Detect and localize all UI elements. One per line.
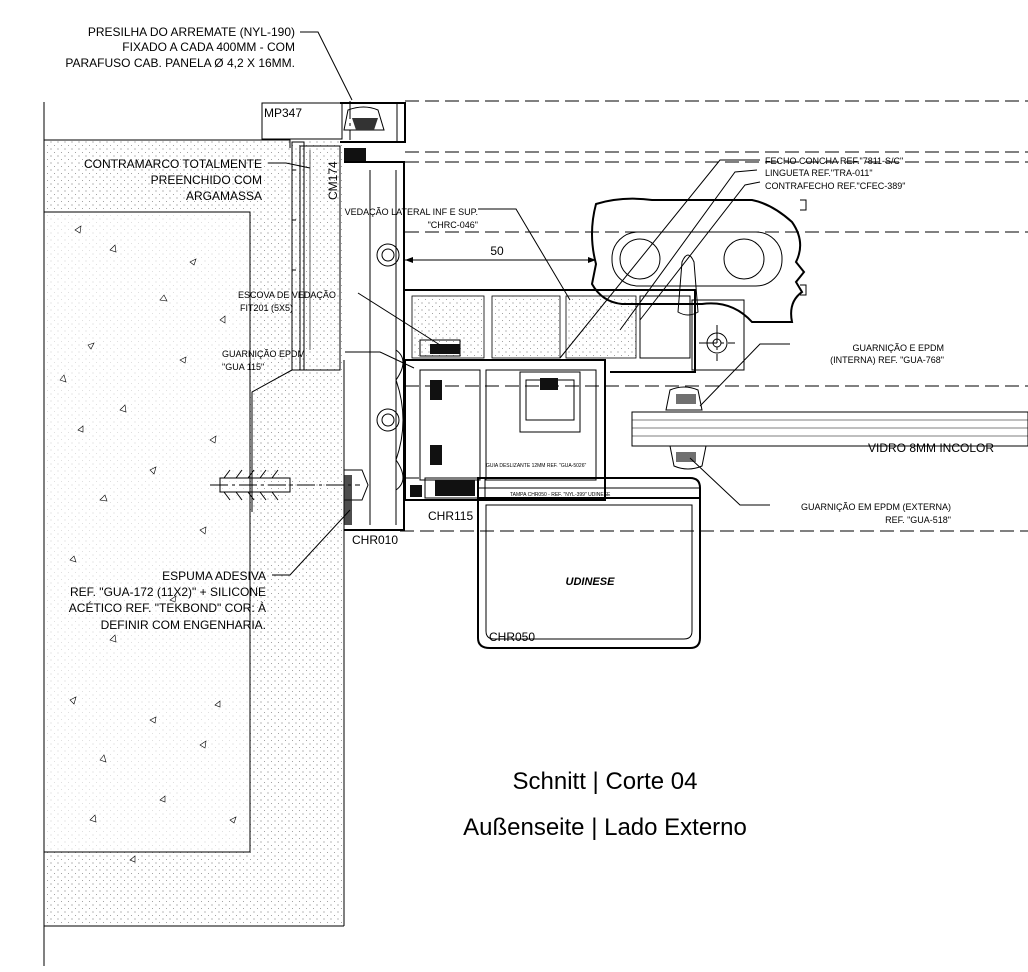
note-espuma-line3: ACÉTICO REF. "TEKBOND" COR: À	[69, 600, 266, 615]
drawing-title: Schnitt | Corte 04 Außenseite | Lado Ext…	[463, 768, 747, 841]
note-escova-line1: ESCOVA DE VEDAÇÃO	[238, 290, 336, 300]
glass-pane	[631, 386, 1028, 470]
masonry-wall	[43, 102, 345, 966]
code-mp347: MP347	[264, 106, 302, 120]
profile-mp347	[261, 102, 406, 143]
profile-chr010	[344, 161, 405, 531]
profile-codes: MP347 CM174 CHR115 CHR010 CHR050 UDINESE	[264, 106, 615, 644]
note-vedacao-line1: VEDAÇÃO LATERAL INF E SUP.	[345, 207, 478, 217]
note-espuma-line4: DEFINIR COM ENGENHARIA.	[101, 618, 266, 632]
dimension-50: 50	[405, 244, 596, 263]
note-guarnicao-interna-line1: GUARNIÇÃO E EPDM	[852, 343, 944, 353]
note-presilha-line2: FIXADO A CADA 400MM - COM	[122, 40, 295, 54]
title-line1: Schnitt | Corte 04	[513, 768, 698, 795]
note-guarnicao-externa-line1: GUARNIÇÃO EM EPDM (EXTERNA)	[801, 502, 951, 512]
note-contramarco-line1: CONTRAMARCO TOTALMENTE	[84, 157, 262, 171]
code-chr050: CHR050	[489, 630, 535, 644]
code-chr115: CHR115	[428, 509, 473, 523]
note-escova-line2: FIT201 (5X5)	[240, 303, 293, 313]
note-vidro: VIDRO 8MM INCOLOR	[868, 441, 994, 455]
lock-handle	[590, 197, 807, 371]
note-fecho-line2: LINGUETA REF."TRA-011"	[765, 168, 873, 178]
note-guarnicao-epdm-line2: "GUA 115"	[222, 362, 264, 372]
note-contramarco-line2: PREENCHIDO COM	[151, 173, 262, 187]
anchor-screw	[210, 469, 369, 525]
note-guarnicao-interna-line2: (INTERNA) REF. "GUA-768"	[830, 355, 944, 365]
note-fecho-line3: CONTRAFECHO REF."CFEC-389"	[765, 181, 905, 191]
note-guarnicao-epdm-line1: GUARNIÇÃO EPDM	[222, 349, 305, 359]
note-contramarco-line3: ARGAMASSA	[186, 189, 262, 203]
brand-udinese: UDINESE	[566, 576, 616, 588]
note-presilha-line3: PARAFUSO CAB. PANELA Ø 4,2 X 16MM.	[65, 56, 295, 70]
profile-chr115	[404, 289, 696, 501]
note-presilha-line1: PRESILHA DO ARREMATE (NYL-190)	[88, 25, 295, 39]
profile-cm174	[251, 141, 366, 512]
note-vedacao-line2: "CHRC-046"	[428, 220, 478, 230]
code-cm174: CM174	[326, 161, 340, 200]
note-fecho-line1: FECHO CONCHA REF."7811-S/C"	[765, 156, 903, 166]
leader-lines	[268, 31, 790, 576]
note-espuma-line2: REF. "GUA-172 (11X2)" + SILICONE	[70, 585, 266, 599]
profile-chr050	[477, 477, 701, 649]
note-espuma-line1: ESPUMA ADESIVA	[162, 569, 266, 583]
annotations: PRESILHA DO ARREMATE (NYL-190) FIXADO A …	[65, 25, 994, 632]
note-tampa: TAMPA CHR050 - REF. "NYL-399" UDINESE	[510, 492, 611, 498]
note-guarnicao-externa-line2: REF. "GUA-518"	[885, 515, 951, 525]
dimension-value: 50	[490, 244, 504, 258]
note-guia: GUIA DESLIZANTE 12MM REF. "GUA-5026"	[486, 463, 586, 469]
code-chr010: CHR010	[352, 533, 398, 547]
title-line2: Außenseite | Lado Externo	[463, 814, 747, 841]
